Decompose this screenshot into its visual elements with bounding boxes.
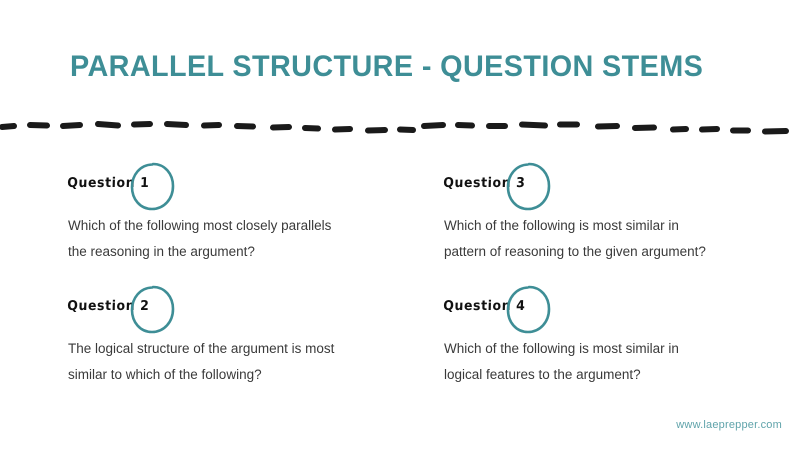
question-label: Question 4 <box>443 296 526 313</box>
question-block: Question 3 Which of the following is mos… <box>443 162 793 259</box>
question-text: The logical structure of the argument is… <box>68 336 408 388</box>
question-text-line: pattern of reasoning to the given argume… <box>444 244 706 259</box>
question-block: Question 1 Which of the following most c… <box>67 162 417 259</box>
question-label-wrap: Question 1 <box>67 162 417 211</box>
question-text-line: the reasoning in the argument? <box>68 244 255 259</box>
question-label-wrap: Question 4 <box>443 285 793 334</box>
question-text-line: Which of the following is most similar i… <box>444 218 679 233</box>
page-title: PARALLEL STRUCTURE - QUESTION STEMS <box>70 50 704 83</box>
question-text-line: logical features to the argument? <box>444 367 641 382</box>
question-label-wrap: Question 2 <box>67 285 417 334</box>
question-label: Question 3 <box>443 173 526 190</box>
question-text: Which of the following most closely para… <box>68 213 408 265</box>
question-text: Which of the following is most similar i… <box>444 213 784 265</box>
question-text-line: similar to which of the following? <box>68 367 262 382</box>
question-label: Question 2 <box>67 296 150 313</box>
question-label: Question 1 <box>67 173 150 190</box>
question-text-line: Which of the following is most similar i… <box>444 341 679 356</box>
dashed-divider <box>0 121 789 135</box>
question-text: Which of the following is most similar i… <box>444 336 784 388</box>
question-label-wrap: Question 3 <box>443 162 793 211</box>
question-block: Question 4 Which of the following is mos… <box>443 285 793 382</box>
question-text-line: Which of the following most closely para… <box>68 218 332 233</box>
question-text-line: The logical structure of the argument is… <box>68 341 335 356</box>
footer-website-url[interactable]: www.laeprepper.com <box>676 419 782 431</box>
question-block: Question 2 The logical structure of the … <box>67 285 417 382</box>
